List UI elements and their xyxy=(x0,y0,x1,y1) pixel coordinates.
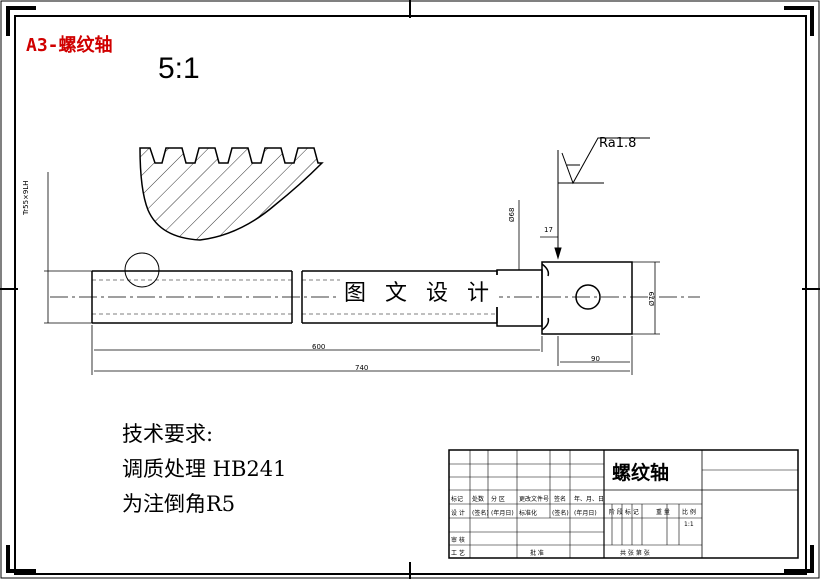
part-name: 螺纹轴 xyxy=(612,462,670,484)
thread-detail-view xyxy=(139,147,324,241)
dim-17: 17 xyxy=(544,226,553,234)
dim-600: 600 xyxy=(312,343,326,351)
dim-d79: Ø79 xyxy=(648,291,656,306)
tb-ratio-label: 比 例 xyxy=(682,509,696,516)
tb-approve: 批 准 xyxy=(530,550,544,557)
diameter-dimensions xyxy=(518,200,660,335)
tb-row-label: 标记 xyxy=(451,496,464,503)
tb-row-label: 签名 xyxy=(554,496,567,503)
tb-row-label: 处数 xyxy=(472,496,485,503)
tb-review: 审 核 xyxy=(451,537,465,544)
tb-ratio-value: 1:1 xyxy=(684,521,694,528)
watermark-text: 图 文 设 计 xyxy=(340,275,499,307)
requirement-line-2: 为注倒角R5 xyxy=(122,492,236,516)
corner-marks xyxy=(6,6,814,573)
detail-indicator-circle xyxy=(124,252,160,288)
sheet-title-tag: A3-螺纹轴 xyxy=(26,35,113,56)
tb-row-label: 分 区 xyxy=(491,496,505,503)
dim-90: 90 xyxy=(591,355,600,363)
tb-row-label: 年、月、日 xyxy=(574,496,605,503)
tb-design-cell: 标准化 xyxy=(519,510,538,517)
tb-weight-label: 重 量 xyxy=(656,509,670,516)
requirements-heading: 技术要求: xyxy=(122,422,214,446)
scale-label: 5:1 xyxy=(158,52,200,85)
thread-dimension xyxy=(44,172,92,324)
tb-design-cell: (年月日) xyxy=(574,510,597,517)
tb-design-cell: (年月日) xyxy=(491,510,514,517)
tb-row-label: 更改文件号 xyxy=(519,496,550,503)
dim-740: 740 xyxy=(355,364,369,372)
tb-sheet-info: 共 张 第 张 xyxy=(620,550,650,557)
length-dimensions xyxy=(91,325,633,375)
thread-spec-label: Tr55×9LH xyxy=(22,180,30,215)
tb-design-cell: 设 计 xyxy=(451,510,465,517)
roughness-symbol xyxy=(554,137,650,260)
tb-process: 工 艺 xyxy=(451,550,465,557)
requirement-line-1: 调质处理 HB241 xyxy=(122,457,287,481)
roughness-label: Ra1.8 xyxy=(599,136,637,151)
dim-d68: Ø68 xyxy=(508,207,516,222)
tb-stage-label: 阶 段 标 记 xyxy=(609,509,639,516)
tb-design-cell: (签名) xyxy=(472,510,489,517)
title-block xyxy=(448,449,799,559)
tb-design-cell: (签名) xyxy=(552,510,569,517)
